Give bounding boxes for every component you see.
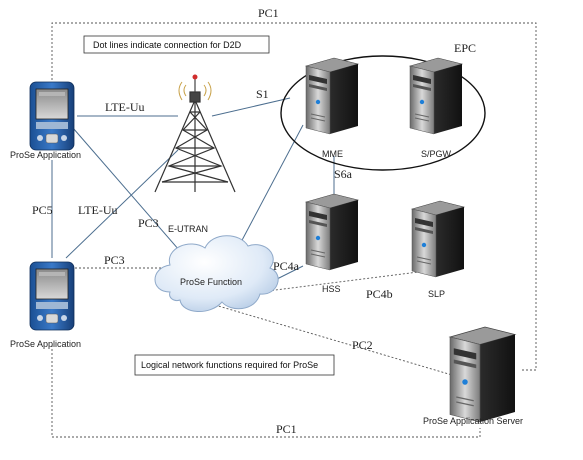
mme-label: MME: [322, 149, 343, 159]
prose-function-cloud: ProSe Function: [154, 235, 279, 312]
hss-server: HSS: [305, 193, 359, 294]
solid-links: [51, 97, 335, 286]
pc5-label: PC5: [32, 203, 53, 217]
server-tower-icon: [411, 200, 465, 278]
ue-top: ProSe Application: [10, 81, 81, 160]
server-tower-icon: [305, 57, 359, 135]
spgw-server: S/PGW: [409, 57, 463, 159]
cell-tower-icon: [154, 74, 236, 193]
e-utran-label: E-UTRAN: [168, 224, 208, 234]
slp-server: SLP: [411, 200, 465, 299]
pc1-bottom-label: PC1: [276, 422, 297, 436]
pc4b-link: [259, 271, 419, 293]
pc4b-label: PC4b: [366, 287, 393, 301]
d2d-dotted-links: [75, 267, 453, 376]
pc3-diagonal-link: [72, 127, 187, 259]
prose-function-label: ProSe Function: [180, 277, 242, 287]
pc1-top-label: PC1: [258, 6, 279, 20]
pc2-label: PC2: [352, 338, 373, 352]
epc-label: EPC: [454, 41, 476, 55]
d2d-note: Dot lines indicate connection for D2D: [83, 35, 270, 54]
spgw-label: S/PGW: [421, 149, 452, 159]
server-tower-icon: [449, 326, 516, 423]
s1-mme-prose-link: [239, 124, 304, 245]
mme-server: MME: [305, 57, 359, 159]
lte-uu-bottom-label: LTE-Uu: [78, 203, 118, 217]
slp-label: SLP: [428, 289, 445, 299]
pc2-link: [214, 304, 453, 376]
pc3-horizontal-label: PC3: [104, 253, 125, 267]
pda-handheld-icon: [29, 81, 75, 151]
cloud-icon: [154, 235, 279, 312]
s6a-label: S6a: [334, 167, 353, 181]
epc-ellipse: [280, 55, 486, 171]
lte-uu-bottom-link: [65, 149, 179, 259]
logical-functions-note-text: Logical network functions required for P…: [141, 360, 318, 370]
server-tower-icon: [305, 193, 359, 271]
pda-handheld-icon: [29, 261, 75, 331]
lte-uu-top-label: LTE-Uu: [105, 100, 145, 114]
logical-functions-note: Logical network functions required for P…: [134, 354, 335, 376]
pc4a-label: PC4a: [273, 259, 300, 273]
d2d-note-text: Dot lines indicate connection for D2D: [93, 40, 242, 50]
server-tower-icon: [409, 57, 463, 135]
hss-label: HSS: [322, 284, 341, 294]
s1-link: [211, 97, 291, 117]
prose-app-server: ProSe Application Server: [423, 326, 523, 426]
pc1-connection: [51, 22, 537, 438]
e-utran-tower: E-UTRAN: [154, 74, 236, 234]
s1-label: S1: [256, 87, 269, 101]
ue-bottom: ProSe Application: [10, 261, 81, 349]
app-server-label: ProSe Application Server: [423, 416, 523, 426]
ue-bottom-label: ProSe Application: [10, 339, 81, 349]
ue-top-label: ProSe Application: [10, 150, 81, 160]
pc3-diagonal-label: PC3: [138, 216, 159, 230]
